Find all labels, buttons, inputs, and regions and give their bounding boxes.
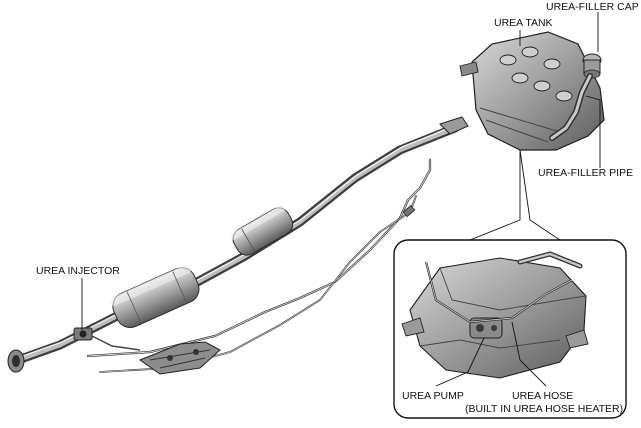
- front-converter: [109, 264, 200, 328]
- urea-injector-assembly: [73, 327, 141, 351]
- label-urea-injector: UREA INJECTOR: [36, 265, 120, 277]
- front-flange: [7, 349, 25, 373]
- tailpipe-end: [439, 116, 469, 135]
- label-urea-pump: UREA PUMP: [402, 390, 464, 402]
- line-connector: [402, 204, 416, 218]
- label-urea-hose: UREA HOSE: [512, 390, 573, 402]
- zoom-callout-lines: [469, 149, 561, 241]
- label-urea-hose-note: (BUILT IN UREA HOSE HEATER): [465, 403, 623, 415]
- rear-converter: [230, 204, 294, 256]
- exhaust-system: [7, 116, 469, 373]
- leader-urea-hose: [511, 321, 547, 387]
- urea-lines: [86, 158, 432, 373]
- urea-filler-pipe: [549, 73, 593, 141]
- leader-filler-pipe: [585, 95, 601, 168]
- detail-urea-pump: [469, 317, 503, 339]
- label-urea-tank: UREA TANK: [494, 17, 553, 29]
- labels: UREA-FILLER CAP UREA TANK UREA-FILLER PI…: [36, 1, 639, 415]
- urea-supply-line: [86, 158, 432, 358]
- detail-view: [393, 239, 627, 419]
- label-urea-filler-pipe: UREA-FILLER PIPE: [538, 167, 633, 179]
- front-harness-bracket: [138, 341, 221, 375]
- leader-urea-pump: [435, 337, 485, 387]
- leader-lines: [81, 12, 601, 387]
- label-urea-filler-cap: UREA-FILLER CAP: [546, 1, 639, 13]
